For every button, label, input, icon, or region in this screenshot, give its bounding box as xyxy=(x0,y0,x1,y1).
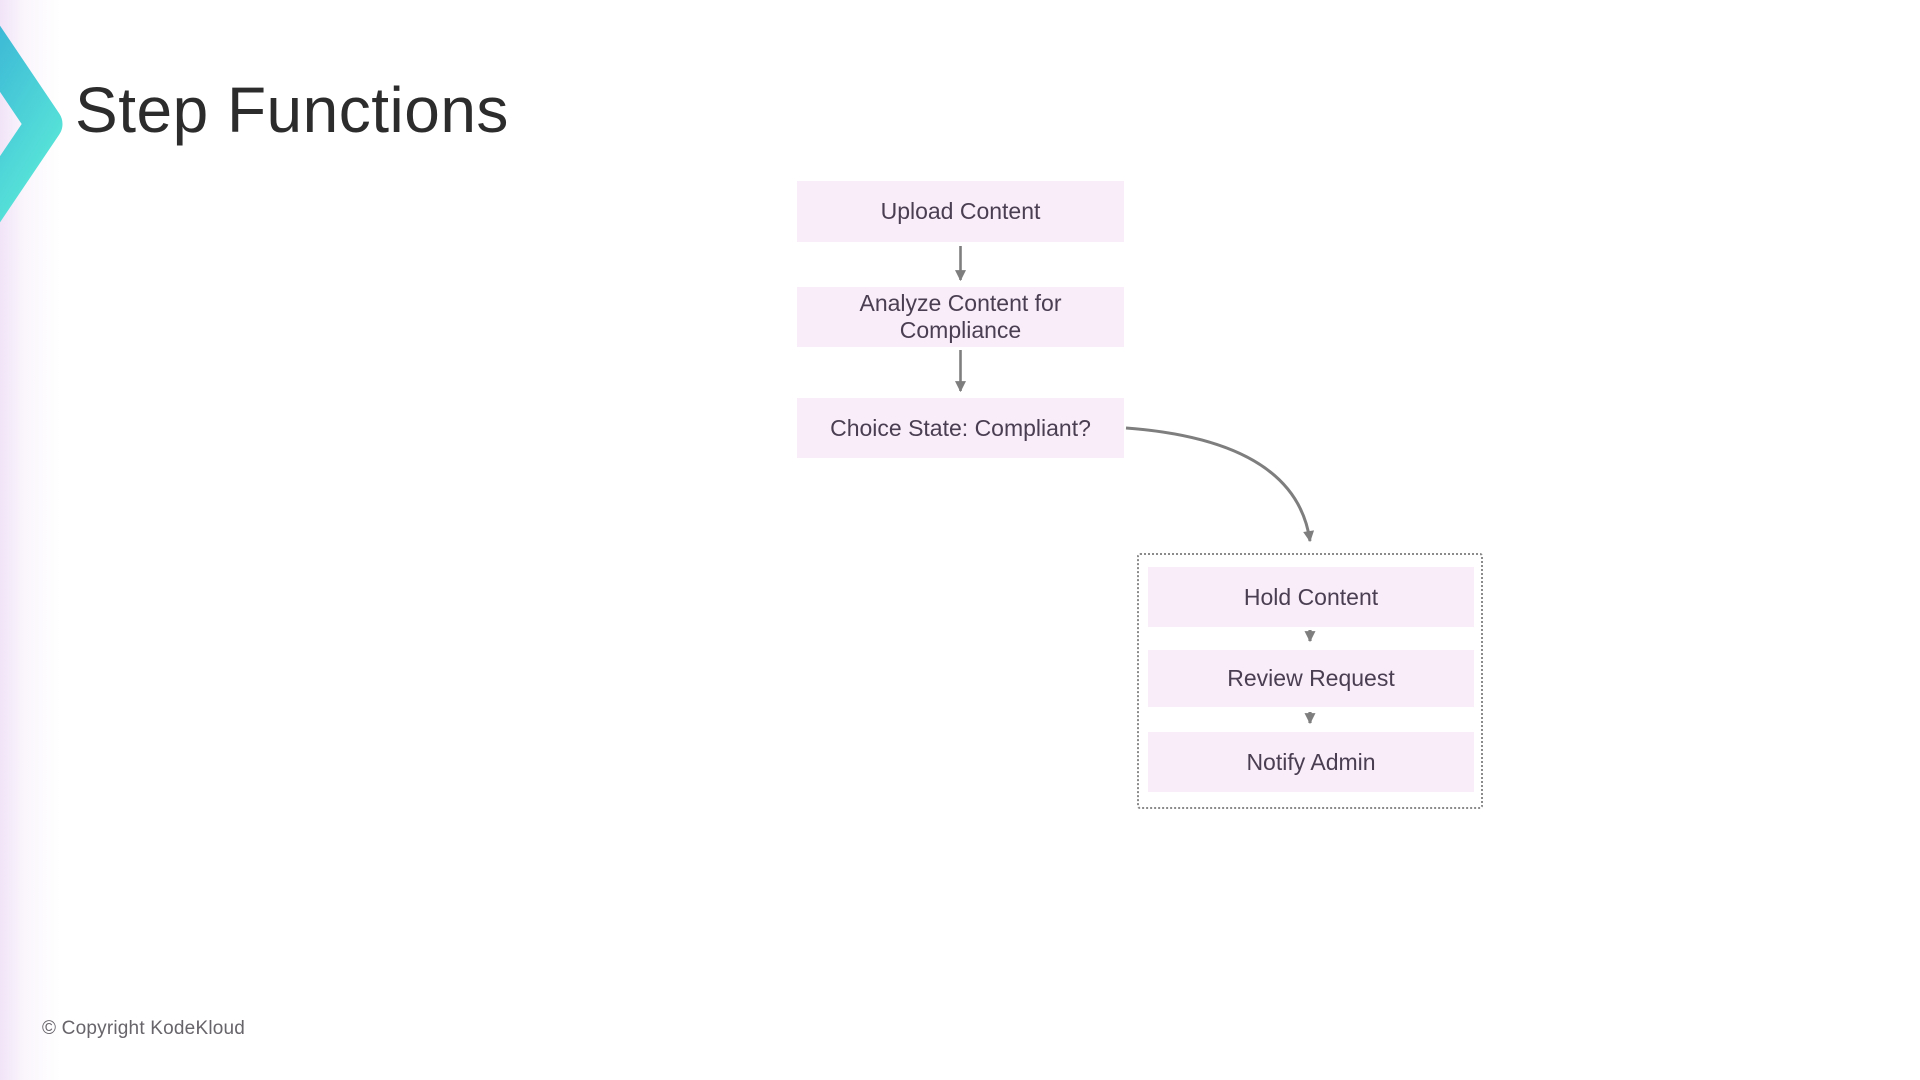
flow-node-label: Review Request xyxy=(1227,665,1395,691)
kodekloud-chevron-icon xyxy=(0,25,63,223)
page-title: Step Functions xyxy=(75,74,509,146)
copyright-text: © Copyright KodeKloud xyxy=(42,1018,246,1039)
flow-node-label: Analyze Content for Compliance xyxy=(859,290,1062,343)
flow-node-analyze-content: Analyze Content for Compliance xyxy=(797,287,1124,347)
flow-node-label: Upload Content xyxy=(880,198,1041,224)
flow-node-upload-content: Upload Content xyxy=(797,181,1124,242)
flow-node-choice-state: Choice State: Compliant? xyxy=(797,398,1124,458)
flow-node-label: Notify Admin xyxy=(1246,748,1376,775)
flow-node-label: Hold Content xyxy=(1243,583,1379,610)
flow-node-notify-admin: Notify Admin xyxy=(1148,732,1474,792)
flow-node-label: Choice State: Compliant? xyxy=(830,414,1091,441)
flow-node-review-request: Review Request xyxy=(1148,650,1474,707)
arrow-choice-to-branch-group xyxy=(1125,426,1315,543)
non-compliant-branch-group: Hold Content Review Request Notify Admin xyxy=(1137,553,1483,809)
flow-node-hold-content: Hold Content xyxy=(1148,567,1474,627)
